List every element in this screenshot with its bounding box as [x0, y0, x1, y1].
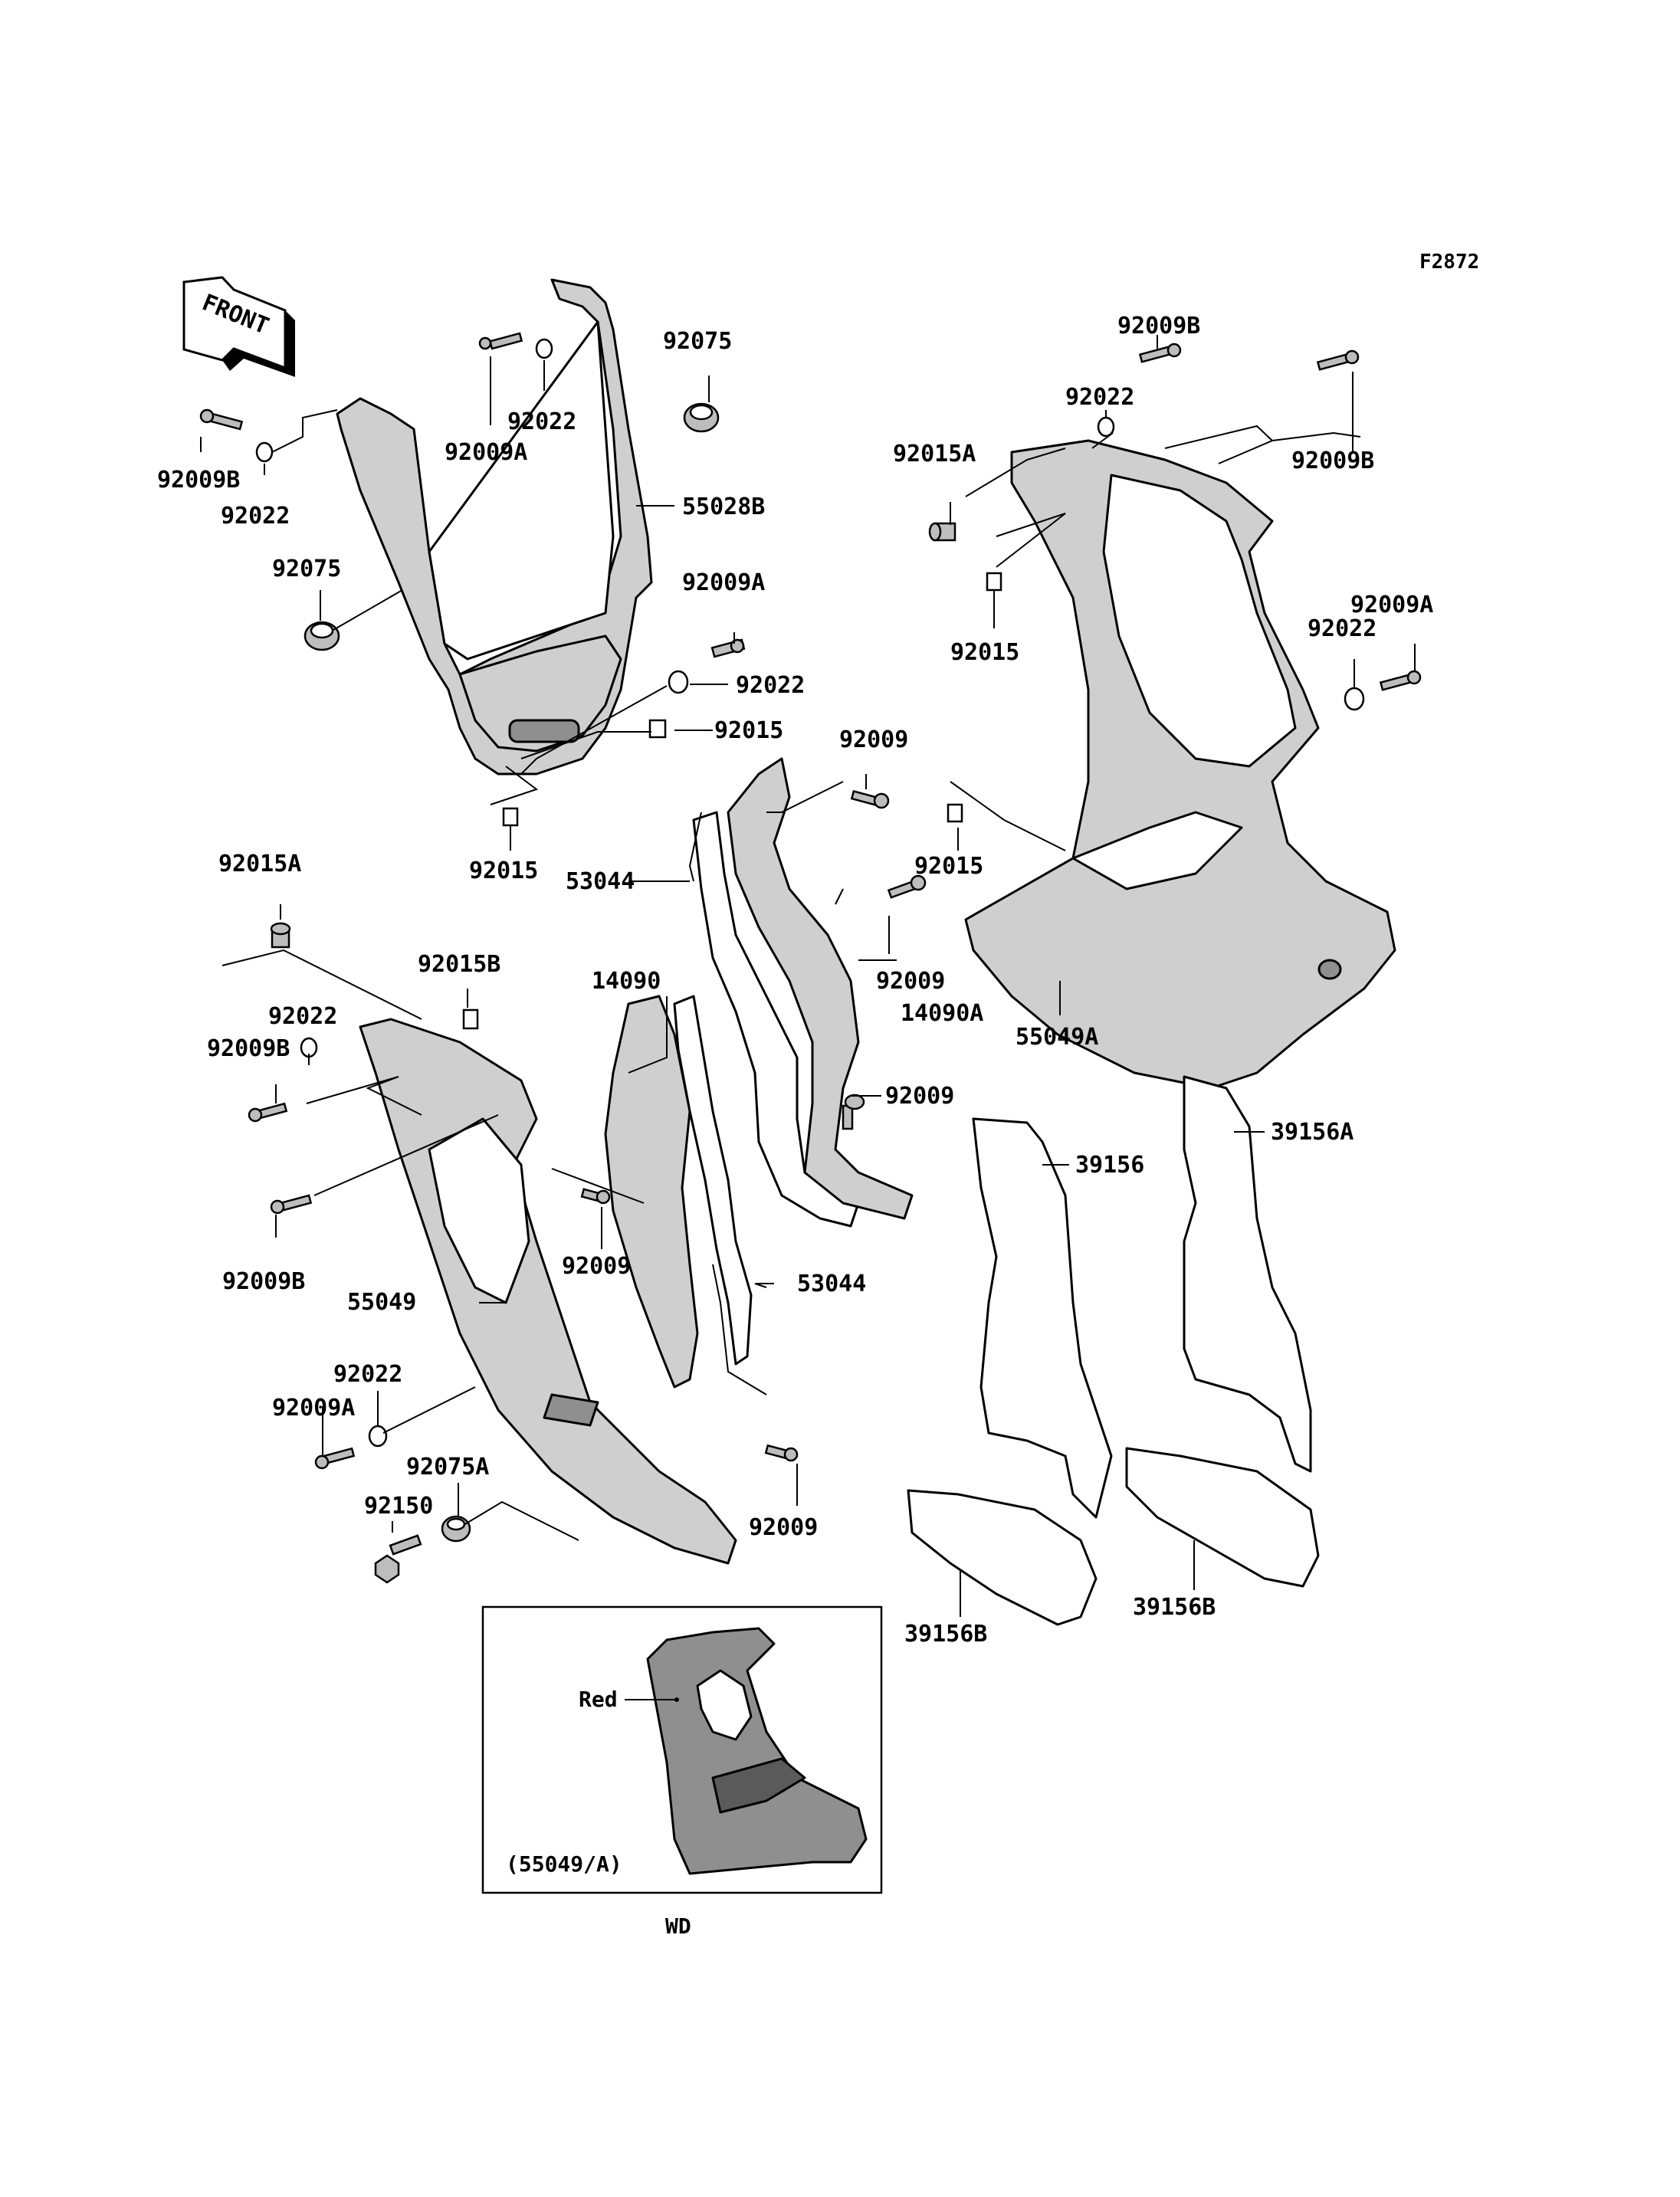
figure-ref: F2872: [1419, 251, 1479, 274]
label-53044: 53044: [797, 1271, 866, 1297]
part-labels: 92075 92022 92009A 55028B 92009B 92022 9…: [157, 313, 1433, 1648]
label-14090: 14090: [592, 968, 661, 995]
bolt-icon: [270, 1194, 313, 1215]
label-39156A: 39156A: [1271, 1119, 1354, 1146]
label-39156B: 39156B: [904, 1621, 987, 1648]
label-55028B: 55028B: [682, 494, 765, 520]
label-92075A: 92075A: [406, 1454, 489, 1481]
bolt-icon: [270, 922, 291, 949]
label-92022: 92022: [1308, 615, 1376, 642]
inset-frame: [481, 1605, 883, 1894]
washer-icon: [535, 338, 553, 359]
label-92015: 92015: [914, 853, 983, 880]
bolt-icon: [850, 789, 890, 809]
label-92075: 92075: [272, 556, 341, 582]
clip-nut-icon: [648, 719, 667, 739]
bolt-icon: [764, 1444, 799, 1462]
bolt-icon: [1138, 343, 1182, 363]
label-92022: 92022: [736, 672, 805, 699]
label-92022: 92022: [333, 1361, 402, 1388]
bolt-icon: [1316, 349, 1360, 371]
label-92009B: 92009B: [157, 467, 240, 494]
inset-variant-box: Red (55049/A): [481, 1605, 883, 1894]
duct-53044-lower: [673, 995, 753, 1366]
inset-vent: [696, 1669, 753, 1741]
clip-nut-icon: [502, 807, 519, 827]
label-92015: 92015: [714, 717, 783, 744]
leader-lines: [200, 335, 1416, 1617]
inner-panel-14090A: [727, 757, 914, 1220]
clip-nut-icon: [986, 572, 1002, 592]
label-92022: 92022: [507, 408, 576, 435]
bolt-icon: [248, 1102, 288, 1123]
upper-cowl-55028B: [336, 278, 653, 776]
grommet-icon: [441, 1515, 471, 1543]
inset-cowl-variant: [646, 1627, 868, 1875]
label-92009: 92009: [562, 1253, 631, 1280]
label-92009: 92009: [749, 1514, 818, 1541]
label-92075: 92075: [663, 328, 732, 355]
pad-39156A: [1183, 1075, 1312, 1473]
bolt-icon: [478, 332, 523, 350]
label-92150: 92150: [364, 1493, 433, 1520]
grommet-icon: [304, 621, 340, 651]
label-92009B: 92009B: [1291, 448, 1374, 474]
label-92009: 92009: [839, 726, 908, 753]
label-92015A: 92015A: [218, 851, 301, 877]
washer-icon: [668, 670, 689, 694]
label-14090A: 14090A: [901, 1000, 983, 1027]
bolt-icon: [199, 408, 244, 431]
label-92015: 92015: [469, 857, 538, 884]
label-92009B: 92009B: [1117, 313, 1200, 339]
label-39156: 39156: [1075, 1152, 1144, 1179]
clip-nut-icon: [462, 1008, 479, 1030]
pad-39156: [972, 1117, 1113, 1519]
washer-icon: [255, 441, 274, 463]
label-92015A: 92015A: [893, 441, 976, 467]
label-92015: 92015: [950, 639, 1019, 666]
inset-color-label: Red: [579, 1687, 618, 1712]
label-92022: 92022: [1065, 384, 1134, 411]
label-55049A: 55049A: [1016, 1024, 1098, 1051]
pad-39156B-left: [907, 1489, 1098, 1626]
clip-nut-icon: [947, 803, 963, 823]
inset-caption: (55049/A): [506, 1851, 622, 1877]
washer-icon: [368, 1425, 388, 1448]
lower-cowl-55049: [359, 1018, 737, 1565]
grommet-icon: [683, 402, 720, 433]
label-92009A: 92009A: [682, 569, 765, 596]
bolt-icon: [374, 1534, 422, 1584]
bolt-icon: [1379, 670, 1422, 691]
bolt-icon: [710, 638, 746, 658]
label-53044: 53044: [566, 868, 635, 895]
label-92009: 92009: [885, 1083, 954, 1110]
label-92009: 92009: [876, 968, 945, 995]
label-92009A: 92009A: [445, 439, 527, 466]
side-cowl-55049A: [964, 439, 1396, 1090]
label-92022: 92022: [268, 1003, 337, 1030]
label-92022: 92022: [221, 503, 290, 530]
bolt-icon: [928, 522, 956, 542]
label-92009A: 92009A: [1350, 592, 1433, 618]
label-92009A: 92009A: [272, 1395, 355, 1421]
washer-icon: [1344, 687, 1365, 711]
label-92009B: 92009B: [222, 1268, 305, 1295]
bolt-icon: [580, 1188, 611, 1205]
bolt-icon: [887, 874, 927, 899]
label-55049: 55049: [347, 1289, 416, 1316]
inset-decal: [711, 1757, 806, 1814]
label-92009B: 92009B: [207, 1035, 290, 1062]
bolt-icon: [842, 1094, 865, 1130]
front-arrow-icon: FRONT: [182, 276, 295, 377]
label-92015B: 92015B: [418, 951, 500, 978]
label-39156B: 39156B: [1133, 1594, 1216, 1621]
pad-39156B-right: [1125, 1447, 1320, 1588]
model-label: WD: [665, 1913, 691, 1939]
bolt-icon: [314, 1447, 356, 1470]
